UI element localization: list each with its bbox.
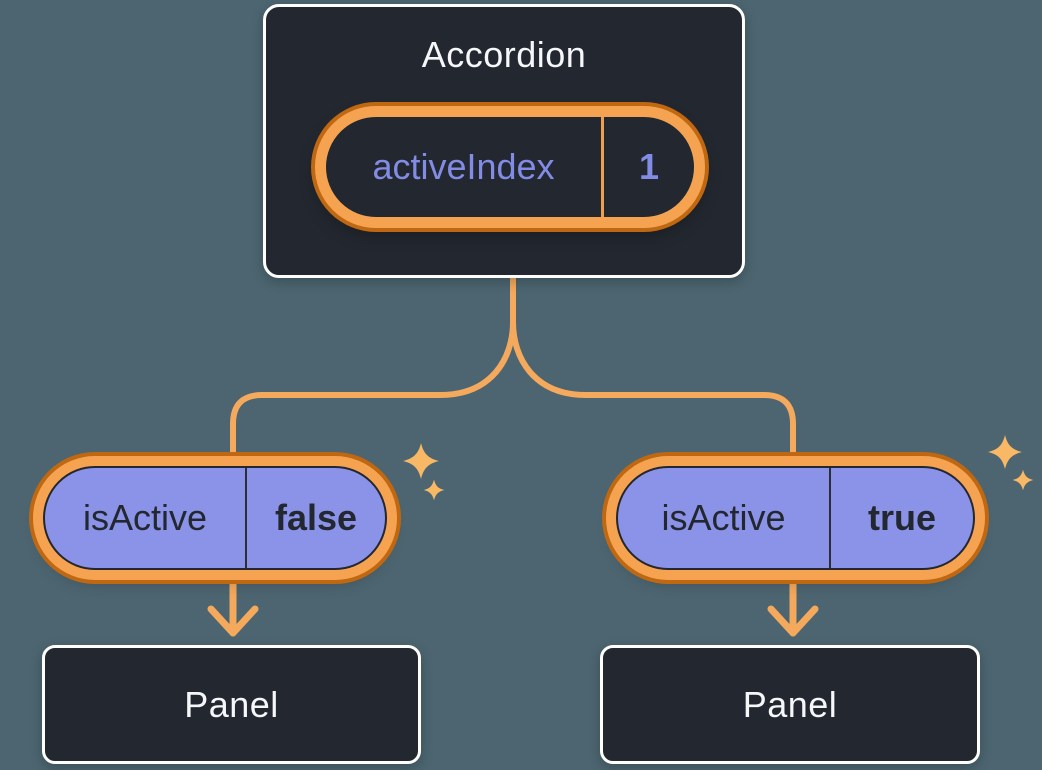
accordion-node: Accordion activeIndex 1: [263, 4, 745, 278]
node-title: Accordion: [421, 34, 587, 75]
panel-label: Panel: [184, 683, 279, 725]
connector-root-to-left: [230, 268, 516, 475]
state-name: isActive: [661, 497, 786, 538]
state-pill-is-active-right: isActive true: [616, 466, 975, 570]
state-name: isActive: [82, 497, 208, 538]
arrow-down-right: [767, 570, 819, 637]
panel-node-left: Panel: [42, 645, 421, 764]
panel-node-right: Panel: [600, 645, 980, 764]
sparkle-icon: [403, 443, 445, 501]
state-pill-active-index: activeIndex 1: [315, 106, 705, 228]
state-name: activeIndex: [372, 146, 555, 187]
state-pill-is-active-left: isActive false: [43, 466, 387, 570]
state-value: false: [245, 468, 385, 568]
connector-root-to-right: [510, 268, 796, 475]
panel-label: Panel: [742, 683, 838, 725]
state-value: true: [829, 468, 973, 568]
state-value: 1: [601, 117, 694, 217]
arrow-down-left: [207, 570, 259, 637]
sparkle-icon: [988, 435, 1034, 491]
